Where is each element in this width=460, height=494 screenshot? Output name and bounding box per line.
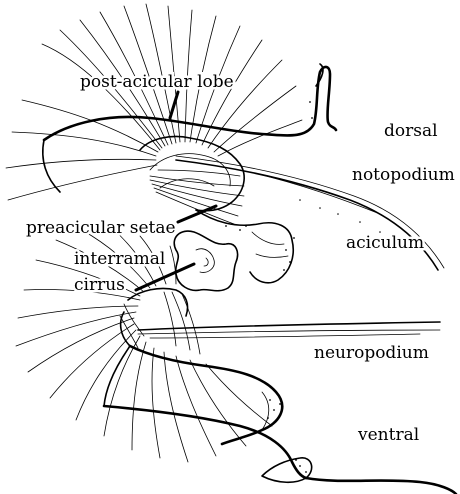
label-post-acicular-lobe: post-acicular lobe <box>80 72 234 92</box>
label-ventral: ventral <box>357 425 419 445</box>
notopodial-setae-fan <box>6 4 302 200</box>
neuropodium-stipple <box>267 399 307 473</box>
label-cirrus: cirrus <box>74 275 125 295</box>
interramal-cirrus <box>174 231 237 291</box>
label-neuropodium: neuropodium <box>314 343 429 363</box>
label-aciculum: aciculum <box>346 233 424 253</box>
label-dorsal: dorsal <box>384 121 438 141</box>
label-notopodium: notopodium <box>352 165 455 185</box>
neuropodium-body <box>104 288 456 494</box>
label-preacicular-setae: preacicular setae <box>26 218 176 238</box>
pointer-preacicular-setae <box>178 206 216 222</box>
label-interramal: interramal <box>74 249 165 269</box>
